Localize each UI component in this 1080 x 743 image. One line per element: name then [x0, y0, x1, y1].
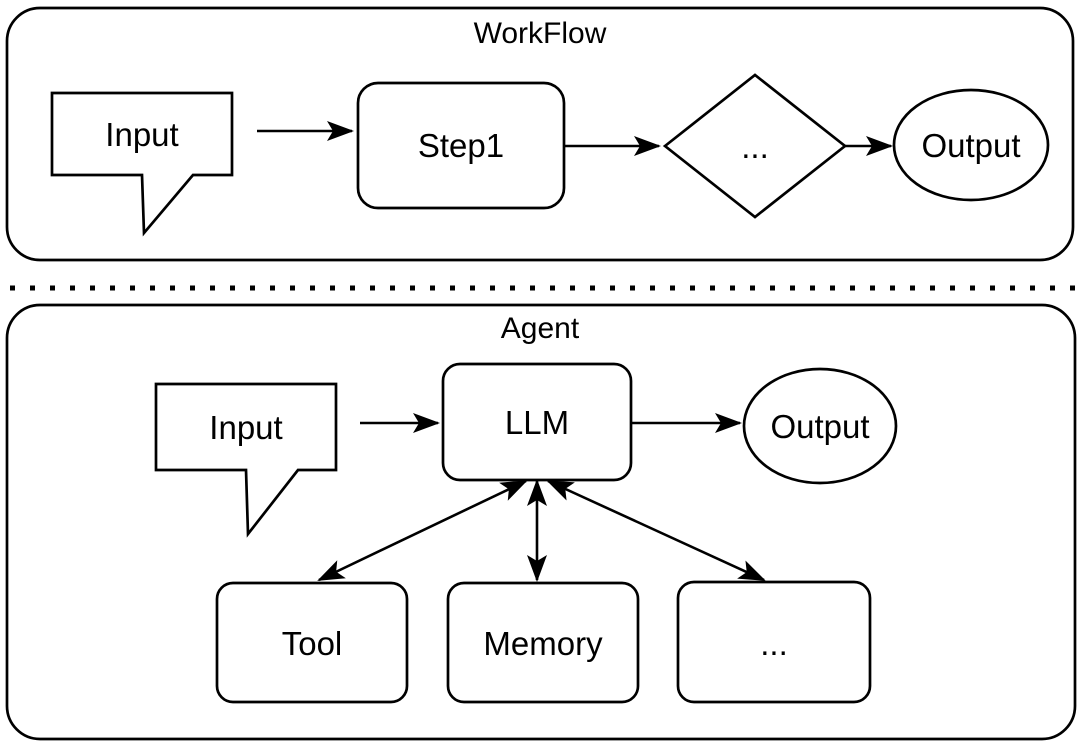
workflow-decision-node: ...: [662, 73, 848, 219]
arrow-llm-tool-bidirectional: [317, 479, 528, 582]
workflow-step1-label: Step1: [418, 127, 504, 164]
workflow-section: WorkFlow Input Step1 ...: [5, 6, 1075, 262]
agent-memory-node: Memory: [446, 581, 640, 704]
ellipse-shape: [892, 88, 1050, 202]
agent-more-label: ...: [760, 625, 788, 662]
speech-bubble-shape: [154, 382, 338, 538]
rounded-rect-shape: [676, 580, 872, 704]
workflow-input-node: Input: [50, 91, 234, 237]
speech-bubble-shape: [50, 91, 234, 237]
agent-input-node: Input: [154, 382, 338, 538]
agent-input-label: Input: [209, 409, 282, 446]
workflow-output-node: Output: [892, 88, 1050, 202]
workflow-input-label: Input: [105, 116, 178, 153]
workflow-step1-node: Step1: [356, 81, 566, 210]
workflow-title: WorkFlow: [474, 17, 607, 50]
agent-tool-node: Tool: [215, 581, 409, 704]
agent-more-node: ...: [676, 580, 872, 704]
rounded-rect-shape: [446, 581, 640, 704]
ellipse-shape: [742, 367, 898, 485]
rounded-rect-shape: [215, 581, 409, 704]
workflow-output-label: Output: [921, 127, 1020, 164]
agent-tool-label: Tool: [282, 625, 343, 662]
agent-llm-node: LLM: [441, 362, 633, 482]
agent-memory-label: Memory: [483, 625, 603, 662]
agent-output-node: Output: [742, 367, 898, 485]
workflow-decision-label: ...: [741, 128, 769, 165]
agent-section: Agent Input LLM Output: [5, 303, 1077, 741]
agent-llm-label: LLM: [505, 404, 569, 441]
agent-title: Agent: [501, 312, 580, 345]
agent-output-label: Output: [770, 408, 869, 445]
arrow-llm-more-bidirectional: [546, 479, 766, 582]
